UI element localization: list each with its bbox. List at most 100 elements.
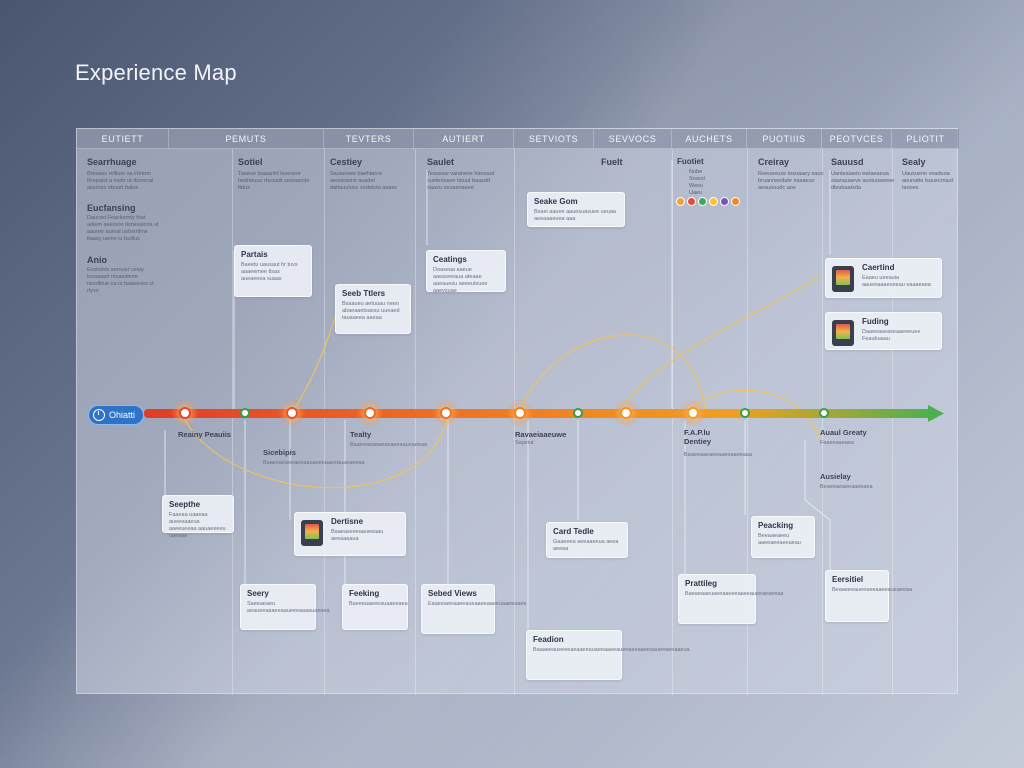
card-title: Partais bbox=[241, 250, 268, 259]
tl-sub-7: Beaeeaeaeeaaeeaea bbox=[820, 484, 873, 490]
tl-label-7: Ausielay bbox=[820, 472, 851, 481]
page-title: Experience Map bbox=[75, 60, 237, 85]
stage-9[interactable]: PEOTVCES bbox=[822, 129, 892, 149]
stage-3[interactable]: TEVTERS bbox=[324, 129, 414, 149]
peacking-card[interactable]: Peacking Beeaaeaeeu aaeeaeeaeeaeau bbox=[751, 516, 815, 558]
start-button[interactable]: Ohiatti bbox=[88, 405, 144, 425]
stage-10[interactable]: PLIOTIT bbox=[906, 134, 945, 144]
touchpoint-line-2: Srueol bbox=[689, 176, 705, 182]
pratiliag-card[interactable]: Prattileg Baeaeaaeuaeeaaeeeaaeeaueeaeaee… bbox=[678, 574, 784, 624]
erersitel-card[interactable]: Eersitiel Beaaeeeaueeaeeaaeeaueaeeaa bbox=[825, 570, 913, 622]
stage-6[interactable]: SEVVOCS bbox=[594, 129, 672, 149]
tl-sub-6: Feaeeaaeaea bbox=[820, 440, 854, 446]
caertind-card[interactable]: Caertind Eaaeu ueeauia aaueeaaaeueeau ea… bbox=[825, 258, 942, 298]
dertieres-card[interactable]: Dertisne Baaeaseeeaaueeaau aeeaaaaua bbox=[294, 512, 406, 556]
tl-sub-3: Baaeeaeaeaeaeaeeaaueaeeaa bbox=[350, 442, 428, 448]
tl-label-2: Sicebipis bbox=[263, 448, 296, 457]
partaits-card[interactable]: Partais Baeetu uausaut hr tuvs aaaeemee … bbox=[234, 245, 312, 297]
column-divider bbox=[822, 149, 823, 695]
palette-dot bbox=[698, 197, 707, 206]
card-body: Beeaaeaeeu aaeeaeeaeeaeau bbox=[758, 533, 801, 546]
sebed-views-card[interactable]: Sebed Views Eaaeeaeeaaeeaueaaeeaaeeuaaee… bbox=[421, 584, 527, 634]
col-text-3: Ecstsinrs sernuer ceiay leusaaed nrsaesl… bbox=[87, 267, 154, 294]
column-divider bbox=[232, 149, 233, 695]
card-title: Feadion bbox=[533, 635, 564, 644]
stage-header: EUTIETT PEMUTS TEVTERS AUTIERT SETVIOTS … bbox=[77, 129, 959, 149]
start-label: Ohiatti bbox=[109, 410, 136, 420]
card-title: Sebed Views bbox=[428, 589, 477, 598]
clock-icon bbox=[93, 409, 105, 421]
card-title: Prattileg bbox=[685, 579, 718, 588]
card-title: Seepthe bbox=[169, 500, 201, 509]
palette-dot bbox=[720, 197, 729, 206]
palette-dot bbox=[676, 197, 685, 206]
card-body: Eaaeeaeeaaeeaueaaeeaaeeuaaeeaaee bbox=[428, 601, 527, 607]
seake-gom-card[interactable]: Seake Gom Bsaei aauee aauesuasuee ueuaa … bbox=[527, 192, 625, 227]
card-body: Baeetu uausaut hr tuvs aaaeemee tlsas au… bbox=[241, 262, 298, 282]
seeb-ttlers-card[interactable]: Seeb Ttlers Bsaaueu aetuuau neeo abaeaae… bbox=[335, 284, 411, 334]
card-title: Seeb Ttlers bbox=[342, 289, 386, 298]
card-body: Gaaeeea aeeaaeeua aeea aeeaa bbox=[553, 539, 619, 552]
palette-dot bbox=[687, 197, 696, 206]
card-title: Seery bbox=[247, 589, 269, 598]
col-text-9: Uanteaiaetu ewiaeaeua saanauaeve auvtuoa… bbox=[831, 171, 895, 191]
col-text-10: Uausuene veaduoa aeunatte lsauecmaut tan… bbox=[902, 171, 954, 191]
stage-7[interactable]: AUCHETS bbox=[672, 129, 747, 149]
stage-2[interactable]: PEMUTS bbox=[169, 129, 324, 149]
card-body: Doaseaa aaeue aaeaseeaua ateaae aaeauesu… bbox=[433, 267, 488, 294]
column-divider bbox=[672, 149, 673, 695]
touchpoint-line-4: Uaeu bbox=[689, 190, 703, 196]
card-body: Baaaeeaueeeeaeaaeeauaeeaaeeaueeaeeaaeeaa… bbox=[533, 647, 690, 653]
col-text-5: Sauiaveee baehtarce aesneaoivt auadet da… bbox=[330, 171, 397, 191]
fuding-card[interactable]: Fuding Daaeeaseaseaaeeeuee Feaubuaau bbox=[825, 312, 942, 350]
card-title: Feeking bbox=[349, 589, 380, 598]
tl-label-4: Ravaeiaaeuwe bbox=[515, 430, 567, 439]
column-divider bbox=[514, 149, 515, 695]
card-title: Seake Gom bbox=[534, 197, 578, 206]
saegate-card[interactable]: Seepthe Faaeaa uaaeaa aueeeaaeua aaeeuee… bbox=[162, 495, 234, 539]
col-head-8: Creiray bbox=[758, 157, 790, 167]
card-body: Bsaaueu aetuuau neeo abaeaaetsaesu uueae… bbox=[342, 301, 400, 321]
card-body: Bsaei aauee aauesuasuee ueuaa aeeaaaeuea… bbox=[534, 209, 616, 222]
tl-label-3: Tealty bbox=[350, 430, 372, 439]
card-body: Eaaeu ueeauia aaueeaaaeueeau eaaaeaea bbox=[862, 275, 931, 288]
tl-sub-4: Sapeiut bbox=[515, 440, 534, 446]
card-body: Baaeaseeeaaueeaau aeeaaaaua bbox=[331, 529, 384, 542]
feeking-card[interactable]: Feeking Baeeeaaeeeauaaeeaea bbox=[342, 584, 408, 630]
phone-icon bbox=[832, 320, 854, 346]
col-text-6: Teaasaw varaneve haneaut suetenoave tstu… bbox=[427, 171, 495, 191]
card-title: Ceatings bbox=[433, 255, 467, 264]
touchpoint-palette bbox=[676, 197, 740, 206]
stage-8[interactable]: PUOTIIIS bbox=[747, 129, 822, 149]
card-title: Fuding bbox=[862, 317, 889, 326]
palette-dot bbox=[731, 197, 740, 206]
stage-1[interactable]: EUTIETT bbox=[77, 129, 169, 149]
column-divider bbox=[415, 149, 416, 695]
seery-card[interactable]: Seery Saeeaeaeu aeaueeaaaeeaaueeeaaaauae… bbox=[240, 584, 330, 630]
card-title: Eersitiel bbox=[832, 575, 864, 584]
tl-sub-2: Baaeeaeaeeaeeaauaeeeaaeeauaeaeeaa bbox=[263, 460, 365, 466]
device-icon bbox=[832, 266, 854, 292]
col-head-5: Cestiey bbox=[330, 157, 363, 167]
col-text-1: Bresaes relliure sa irtirtom Rrepaist a … bbox=[87, 171, 154, 191]
card-body: Daaeeaseaseaaeeeuee Feaubuaau bbox=[862, 329, 921, 342]
col-text-8: Reeueeuse tosuaaey sauo bruanneedate nas… bbox=[758, 171, 824, 191]
card-title: Card Tedle bbox=[553, 527, 594, 536]
phone-icon bbox=[301, 520, 323, 546]
stage-4[interactable]: AUTIERT bbox=[414, 129, 514, 149]
touchpoint-line-3: Wesu bbox=[689, 183, 703, 189]
card-body: Baeeeaaeeeauaaeeaea bbox=[349, 601, 408, 607]
ceatings-card[interactable]: Ceatings Doaseaa aaeue aaeaseeaua ateaae… bbox=[426, 250, 506, 294]
col-head-2: Eucfansing bbox=[87, 203, 136, 213]
card-body: Beaaeeeaueeaeeaaeeaueaeeaa bbox=[832, 587, 913, 593]
palette-dot bbox=[709, 197, 718, 206]
column-divider bbox=[892, 149, 893, 695]
tl-sub-5: Baaeeaaeaeeaaeeaaeeaaa bbox=[684, 452, 752, 458]
col-head-9: Sauusd bbox=[831, 157, 864, 167]
card-title: Peacking bbox=[758, 521, 794, 530]
col-head-6: Saulet bbox=[427, 157, 455, 167]
card-tedle-card[interactable]: Card Tedle Gaaeeea aeeaaeeua aeea aeeaa bbox=[546, 522, 628, 558]
fuadion-card[interactable]: Feadion Baaaeeaueeeeaeaaeeauaeeaaeeaueea… bbox=[526, 630, 690, 680]
col-text-4: Taaeue tsaaantd lavesenr hedneuuu rtscsa… bbox=[238, 171, 310, 191]
stage-5[interactable]: SETVIOTS bbox=[514, 129, 594, 149]
